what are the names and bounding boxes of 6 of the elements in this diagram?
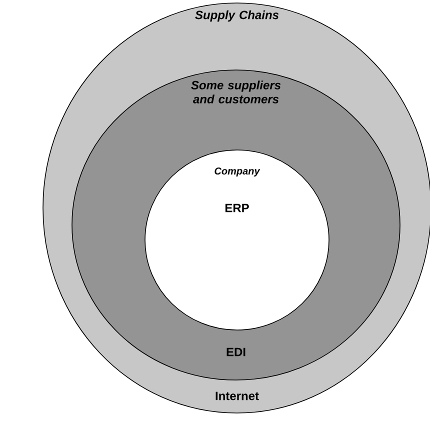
ring-label: Some suppliers and customers xyxy=(191,80,281,104)
ring-label: ERP xyxy=(225,204,249,212)
ring-label: Internet xyxy=(216,392,259,400)
ring-label: Supply Chains xyxy=(195,10,279,22)
ring-label: Company xyxy=(214,167,260,177)
ring-label: EDI xyxy=(226,348,246,356)
